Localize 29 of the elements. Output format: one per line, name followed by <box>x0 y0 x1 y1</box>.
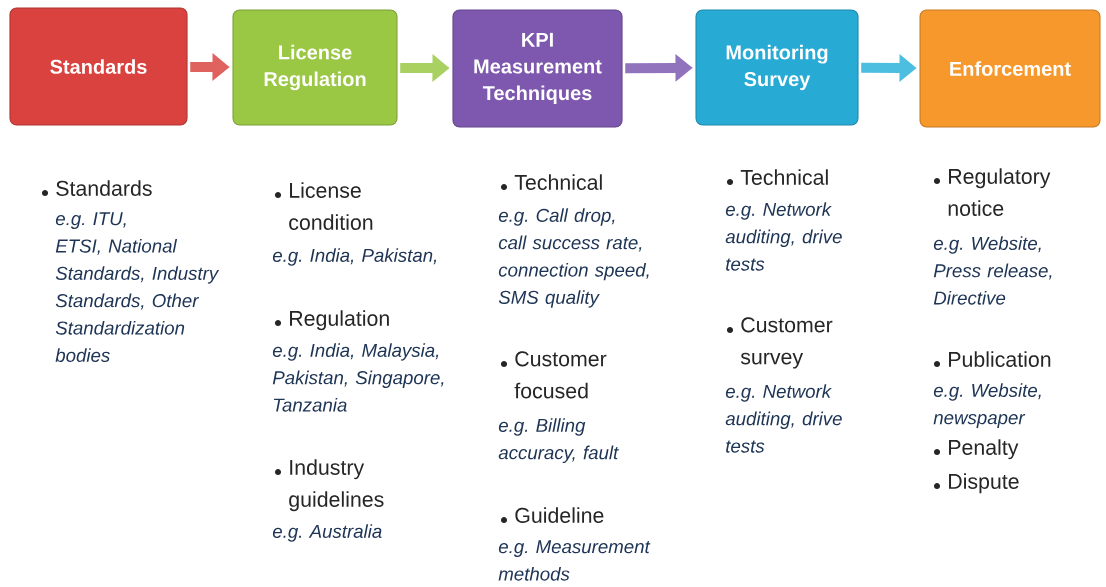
bullet-item: Regulation <box>274 310 389 331</box>
example-text: e.g. Australia <box>272 524 382 542</box>
example-text: e.g. Website, Press release, Directive <box>933 236 1052 305</box>
process-box: Enforcement <box>919 9 1101 128</box>
bullet-item: Customer survey <box>726 317 833 369</box>
bullet-item: Publication <box>933 351 1051 368</box>
bullet-item: Technical <box>726 169 828 186</box>
example-text: e.g. Call drop, call success rate, connection speed, SMS quality <box>498 208 649 308</box>
bullet-item: Technical <box>500 174 602 191</box>
example-text: e.g. India, Malaysia, Pakistan, Singapore, Tanzania <box>272 343 444 412</box>
bullet-item: Regulatory notice <box>933 168 1051 216</box>
example-text: e.g. Measurement methods <box>498 540 651 581</box>
bullet-item: Customer focused <box>500 351 607 399</box>
bullet-item: Standards <box>41 180 152 197</box>
bullet-item: License condition <box>274 182 373 230</box>
process-box: Standards <box>9 7 188 126</box>
bullet-item: Penalty <box>933 439 1019 460</box>
bullet-item: Guideline <box>500 507 604 524</box>
bullet-item: Dispute <box>933 473 1019 494</box>
example-text: e.g. Website, newspaper <box>933 383 1041 428</box>
process-box: License Regulation <box>232 9 398 126</box>
process-box: Monitoring Survey <box>695 9 859 126</box>
example-text: e.g. Billing accuracy, fault <box>498 418 619 463</box>
bullet-item: Industry guidelines <box>274 459 384 512</box>
example-text: e.g. Network auditing, drive tests <box>725 202 842 271</box>
example-text: e.g. Network auditing, drive tests <box>725 384 842 453</box>
process-box: KPI Measurement Techniques <box>452 9 623 128</box>
example-text: e.g. ITU, ETSI, National Standards, Industry Standards, Other Standardization bodies <box>55 212 220 362</box>
example-text: e.g. India, Pakistan, <box>272 248 437 266</box>
